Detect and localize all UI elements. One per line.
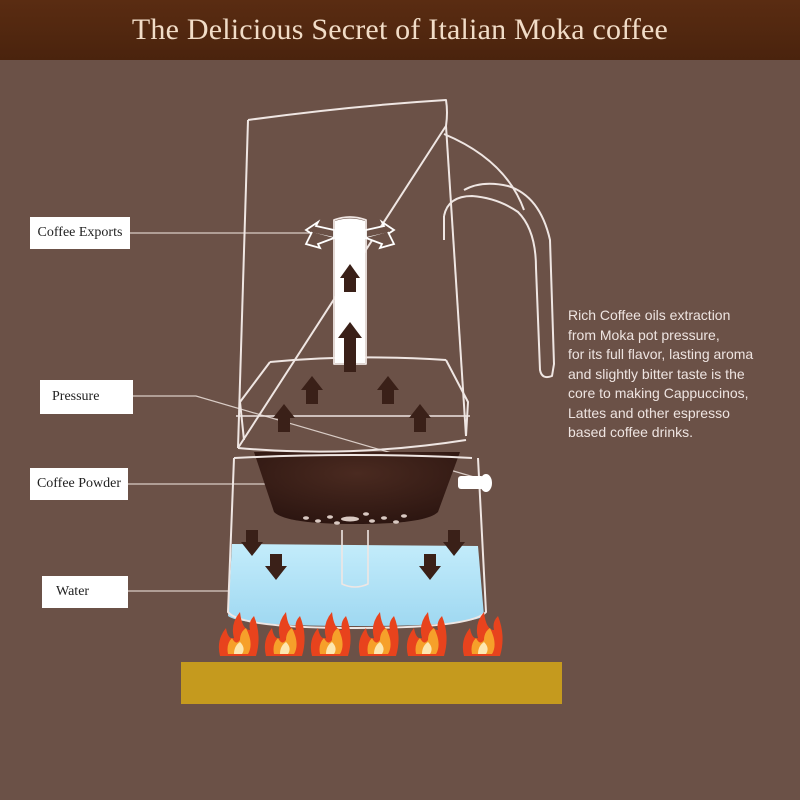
feed-tube bbox=[341, 530, 369, 588]
handle bbox=[443, 182, 555, 379]
handle-top bbox=[443, 133, 525, 211]
flame-icon bbox=[406, 612, 447, 656]
description-line: based coffee drinks. bbox=[568, 424, 694, 440]
pot-outline bbox=[227, 99, 555, 629]
coffee-powder-basket bbox=[254, 452, 460, 524]
burner-flames bbox=[218, 612, 503, 656]
label-water: Water bbox=[42, 576, 128, 608]
water-body bbox=[228, 544, 484, 626]
title-banner: The Delicious Secret of Italian Moka cof… bbox=[0, 0, 800, 60]
flame-icon bbox=[310, 612, 351, 656]
pressure-valve bbox=[458, 474, 492, 492]
flame-icon bbox=[358, 612, 399, 656]
flame-icon bbox=[264, 612, 305, 656]
flame-icon bbox=[218, 612, 259, 656]
pot-waist bbox=[237, 439, 467, 453]
flow-arrow-icon bbox=[241, 264, 465, 580]
page-title: The Delicious Secret of Italian Moka cof… bbox=[131, 13, 669, 46]
label-coffee-powder-text: Coffee Powder bbox=[36, 476, 122, 491]
label-coffee-powder: Coffee Powder bbox=[30, 468, 128, 500]
center-spout bbox=[333, 216, 367, 365]
pot-upper-left-side bbox=[237, 99, 448, 449]
steam-arrow-icon bbox=[304, 219, 396, 250]
heat-base-plate bbox=[181, 662, 562, 704]
filter-holes bbox=[303, 512, 407, 525]
label-water-text: Water bbox=[56, 584, 90, 599]
description-line: Rich Coffee oils extraction bbox=[568, 307, 731, 323]
description-line: from Moka pot pressure, bbox=[568, 326, 720, 343]
label-pressure: Pressure bbox=[40, 380, 133, 414]
label-coffee-exports: Coffee Exports bbox=[30, 217, 130, 249]
description-line: for its full flavor, lasting aroma bbox=[568, 346, 754, 362]
description-line: core to making Cappuccinos, bbox=[568, 385, 749, 401]
flame-icon bbox=[462, 612, 503, 656]
description-line: and slightly bitter taste is the bbox=[568, 365, 745, 382]
description-line: Lattes and other espresso bbox=[568, 404, 730, 421]
label-coffee-exports-text: Coffee Exports bbox=[37, 225, 123, 240]
label-pressure-text: Pressure bbox=[52, 389, 100, 404]
lower-chamber-top bbox=[233, 454, 473, 459]
description-text: Rich Coffee oils extraction from Moka po… bbox=[568, 306, 778, 443]
